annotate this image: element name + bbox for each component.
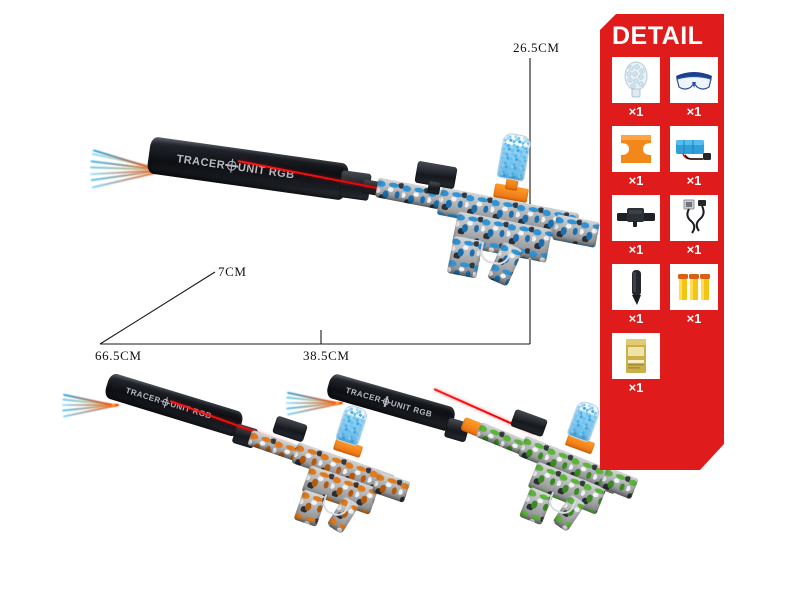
detail-item: ×1 [612, 333, 660, 396]
magazine [446, 235, 484, 279]
receiver-assembly [374, 131, 601, 290]
blaster-variant-green: TRACERUNIT RGB [286, 372, 639, 576]
tracer-unit-barrel: TRACERUNIT RGB [103, 372, 245, 438]
orange-hopper-base-icon [612, 126, 660, 172]
barrel-branding-text: TRACERUNIT RGB [124, 385, 213, 421]
battery-pack-icon [670, 126, 718, 172]
usb-charging-cable-icon [670, 195, 718, 241]
detail-item: ×1 [612, 195, 660, 258]
detail-item: ×1 [670, 264, 718, 327]
dimension-label-body-length: 38.5CM [303, 348, 350, 363]
black-dart-icon [612, 264, 660, 310]
gel-bead-packet-icon [612, 333, 660, 379]
tracer-unit-barrel: TRACERUNIT RGB [325, 372, 457, 433]
detail-panel: DETAIL [600, 14, 724, 470]
gel-bead-container-icon [612, 57, 660, 103]
laser-module-icon [612, 195, 660, 241]
stock [551, 214, 601, 248]
item-quantity: ×1 [628, 311, 644, 326]
tracer-light-spray [62, 386, 120, 422]
detail-item: ×1 [612, 57, 660, 120]
detail-item: ×1 [670, 57, 718, 120]
item-quantity: ×1 [628, 173, 644, 188]
detail-panel-title: DETAIL [612, 22, 704, 50]
dimension-label-total-length: 66.5CM [95, 348, 142, 363]
yellow-darts-icon [670, 264, 718, 310]
item-quantity: ×1 [628, 380, 644, 395]
item-quantity: ×1 [686, 242, 702, 257]
item-quantity: ×1 [686, 311, 702, 326]
gel-bead-hopper [496, 131, 532, 183]
detail-item: ×1 [612, 126, 660, 189]
target-icon [161, 398, 170, 407]
detail-item-grid: ×1 ×1 [600, 49, 724, 396]
safety-goggles-icon [670, 57, 718, 103]
detail-item: ×1 [670, 126, 718, 189]
tracer-light-spray [286, 384, 344, 420]
detail-item: ×1 [670, 195, 718, 258]
dimension-label-diagonal: 7CM [218, 264, 247, 279]
item-quantity: ×1 [686, 173, 702, 188]
target-icon [226, 160, 237, 171]
laser-sight-module [509, 408, 549, 438]
laser-sight-mount [427, 181, 441, 195]
target-icon [381, 397, 390, 406]
blaster-variant-orange: TRACERUNIT RGB [62, 372, 411, 578]
gel-bead-hopper [566, 399, 602, 443]
dimension-label-height: 26.5CM [513, 40, 560, 55]
item-quantity: ×1 [628, 104, 644, 119]
stock [599, 466, 639, 500]
item-quantity: ×1 [628, 242, 644, 257]
item-quantity: ×1 [686, 104, 702, 119]
barrel-branding-text: TRACERUNIT RGB [344, 385, 434, 419]
detail-item: ×1 [612, 264, 660, 327]
